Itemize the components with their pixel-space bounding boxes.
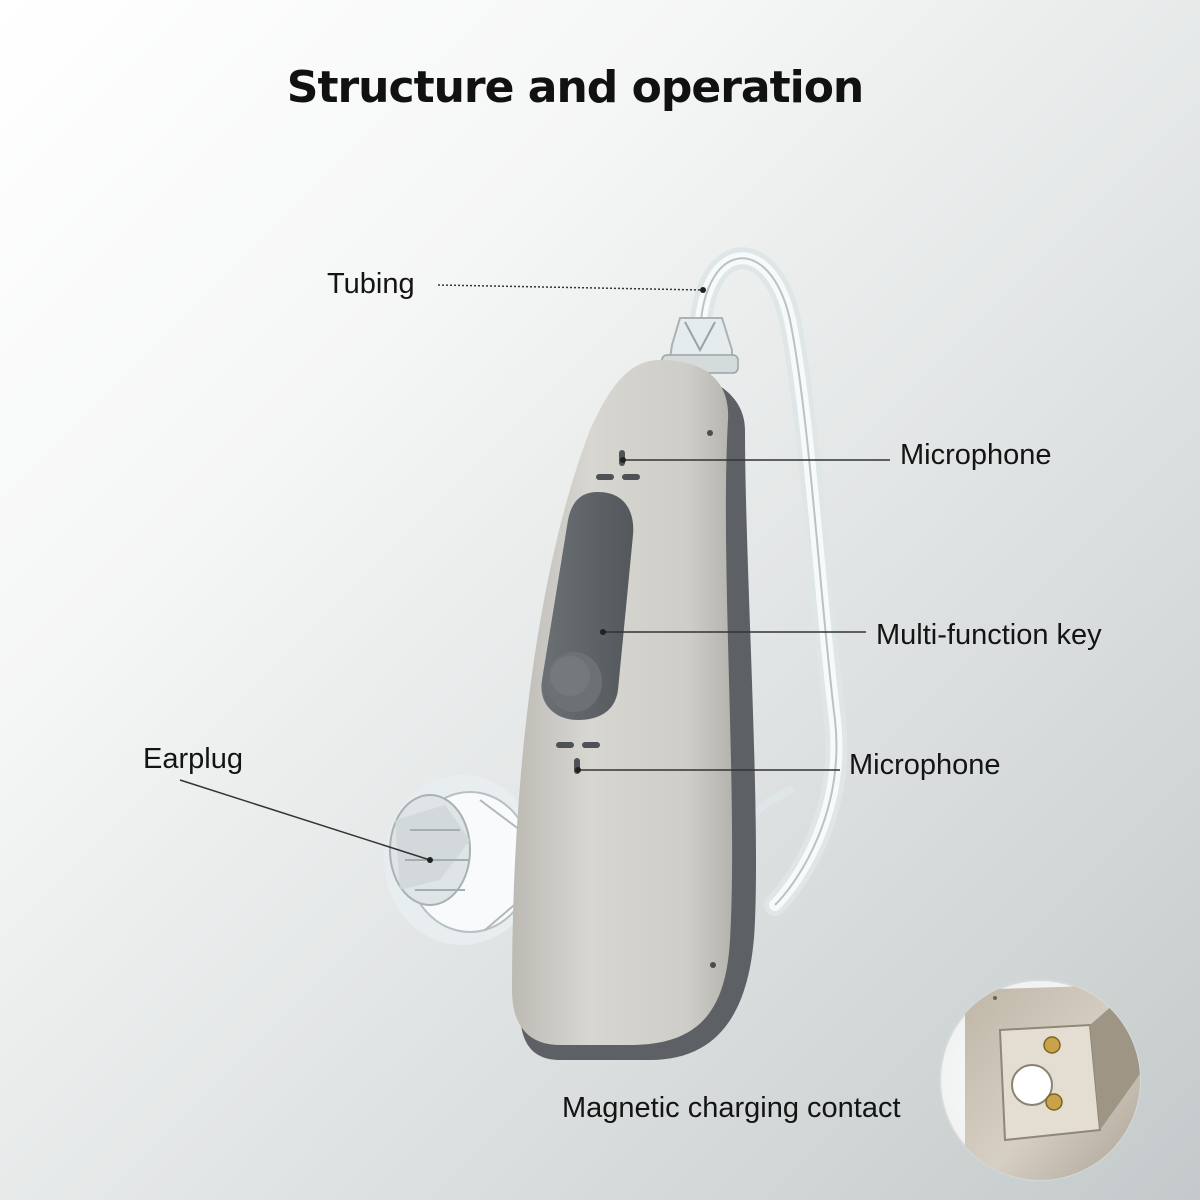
label-multi-function-key: Multi-function key [876,619,1102,651]
label-microphone-bottom: Microphone [849,749,1001,781]
label-microphone-top: Microphone [900,439,1052,471]
label-tubing: Tubing [327,268,415,300]
page-title-text: Structure and operation [286,62,864,113]
earplug-dome [384,775,540,945]
leader-dots [427,287,706,863]
multi-function-key [541,492,634,720]
label-earplug: Earplug [143,743,243,775]
indicator-dot [710,962,716,968]
indicator-dot [707,430,713,436]
leader-lines [179,284,890,861]
charging-contact-inset [939,979,1141,1181]
page-title: Structure and operation [0,62,1200,113]
tubing-tube [689,247,848,916]
label-magnetic-charging-contact: Magnetic charging contact [562,1092,901,1124]
